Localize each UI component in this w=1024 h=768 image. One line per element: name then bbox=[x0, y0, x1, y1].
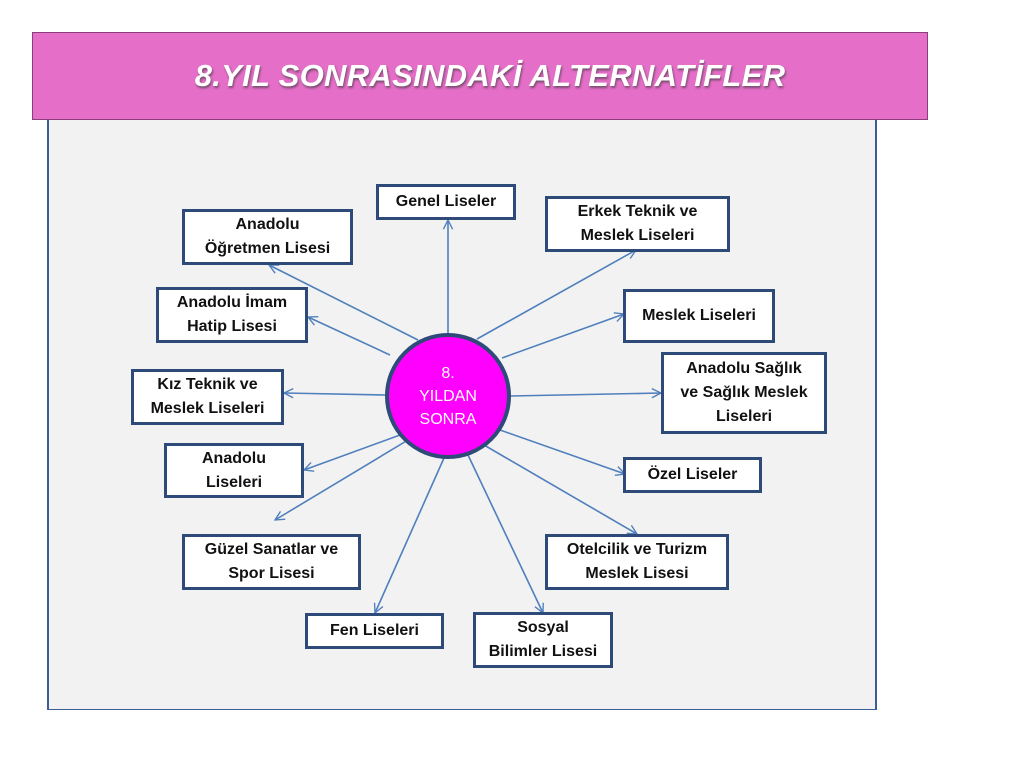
arrow-kiz-teknik bbox=[284, 393, 386, 395]
arrow-guzel-sanatlar bbox=[275, 439, 409, 520]
node-genel: Genel Liseler bbox=[376, 184, 516, 220]
center-node: 8. YILDAN SONRA bbox=[385, 333, 511, 459]
node-erkek-teknik: Erkek Teknik ve Meslek Liseleri bbox=[545, 196, 730, 252]
node-sosyal: Sosyal Bilimler Lisesi bbox=[473, 612, 613, 668]
page-title: 8.YIL SONRASINDAKİ ALTERNATİFLER bbox=[194, 58, 786, 93]
arrow-sosyal bbox=[467, 454, 543, 613]
node-anadolu: Anadolu Liseleri bbox=[164, 443, 304, 498]
title-bar: 8.YIL SONRASINDAKİ ALTERNATİFLER bbox=[32, 32, 928, 120]
node-ogretmen: Anadolu Öğretmen Lisesi bbox=[182, 209, 353, 265]
node-kiz-teknik: Kız Teknik ve Meslek Liseleri bbox=[131, 369, 284, 425]
arrow-meslek bbox=[501, 314, 624, 359]
node-fen: Fen Liseleri bbox=[305, 613, 444, 649]
arrow-ozel bbox=[499, 429, 625, 474]
node-guzel-sanatlar: Güzel Sanatlar ve Spor Lisesi bbox=[182, 534, 361, 590]
arrow-erkek-teknik bbox=[476, 250, 636, 340]
arrow-fen bbox=[375, 457, 445, 613]
node-meslek: Meslek Liseleri bbox=[623, 289, 775, 343]
arrow-anadolu bbox=[304, 434, 401, 470]
arrow-ogretmen bbox=[269, 264, 419, 341]
arrow-otelcilik bbox=[483, 444, 637, 534]
node-imam-hatip: Anadolu İmam Hatip Lisesi bbox=[156, 287, 308, 343]
node-otelcilik: Otelcilik ve Turizm Meslek Lisesi bbox=[545, 534, 729, 590]
node-ozel: Özel Liseler bbox=[623, 457, 762, 493]
node-anadolu-saglik: Anadolu Sağlık ve Sağlık Meslek Liseleri bbox=[661, 352, 827, 434]
arrow-imam-hatip bbox=[308, 317, 391, 356]
arrow-anadolu-saglik bbox=[510, 393, 661, 396]
